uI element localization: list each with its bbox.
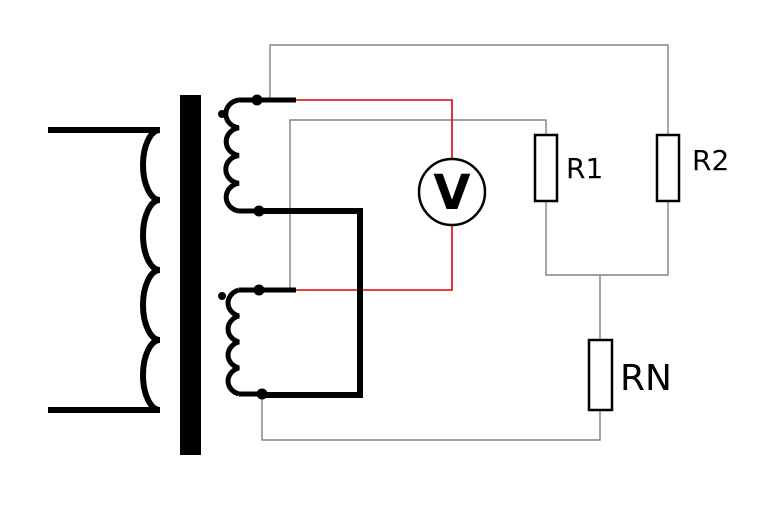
- wire-top-rail-to-r2: [269, 44, 669, 135]
- wire-node-to-r1: [289, 119, 547, 290]
- secondary-winding-bottom: [225, 287, 296, 397]
- polarity-dot: [218, 292, 226, 300]
- transformer-core: [180, 95, 201, 455]
- wire-r1-r2-bottom-junction: [545, 201, 669, 276]
- voltmeter-body: [417, 157, 487, 227]
- resistor-r2: R2: [655, 133, 729, 203]
- resistor-rn-label: RN: [620, 358, 672, 399]
- terminal-dot: [256, 388, 268, 400]
- wire-series-link: [259, 208, 363, 398]
- voltmeter-label: V: [433, 165, 470, 221]
- terminal-dot: [253, 284, 265, 296]
- resistor-rn-body: [587, 338, 614, 412]
- voltmeter-wires: [294, 99, 453, 291]
- terminal-dot: [251, 94, 263, 106]
- resistor-r2-body: [655, 133, 681, 203]
- resistor-rn: RN: [587, 338, 672, 412]
- wire-rn-to-winding-return: [261, 396, 601, 441]
- secondary-bottom-coil: [225, 287, 240, 397]
- voltmeter: V: [417, 157, 487, 227]
- burden-circuit-wires: [261, 44, 669, 441]
- secondary-winding-top: [223, 97, 296, 214]
- wire-voltmeter-top: [294, 99, 453, 160]
- wire-voltmeter-bottom: [294, 225, 453, 291]
- resistor-r2-label: R2: [692, 144, 729, 177]
- primary-winding: [48, 127, 161, 413]
- polarity-dot: [218, 110, 226, 118]
- secondary-top-coil: [223, 97, 240, 214]
- terminal-dot: [253, 205, 265, 217]
- resistor-r1: R1: [533, 133, 603, 203]
- resistor-r1-label: R1: [566, 152, 603, 185]
- resistor-r1-body: [533, 133, 559, 203]
- primary-coil: [140, 127, 161, 413]
